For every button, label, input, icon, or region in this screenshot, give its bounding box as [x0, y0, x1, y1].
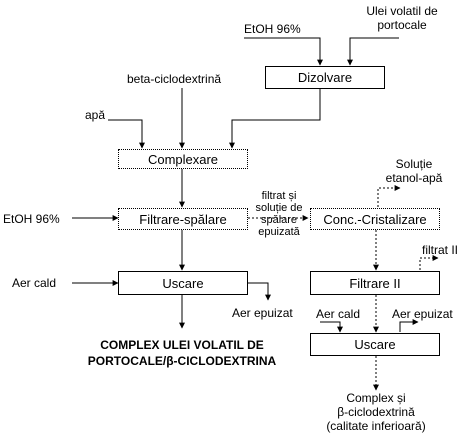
- apa-label: apă: [85, 108, 106, 122]
- aer-epuizat-left-label: Aer epuizat: [232, 306, 293, 320]
- complex-line-3: (calitate inferioară): [326, 419, 426, 433]
- arrow-conc-to-solutie: [377, 185, 401, 207]
- aer-cald-right-label: Aer cald: [316, 307, 361, 321]
- conc-cristalizare-box: Conc.-Cristalizare: [310, 208, 440, 230]
- ulei-line-1: Ulei volatil de: [366, 4, 438, 18]
- filtrare-ii-label: Filtrare II: [349, 275, 401, 291]
- conc-cristalizare-label: Conc.-Cristalizare: [323, 211, 427, 227]
- filtrat-line-1: filtrat și: [261, 190, 297, 202]
- dizolvare-box: Dizolvare: [265, 66, 385, 89]
- arrow-dizolvare-to-complexare: [229, 89, 321, 149]
- complex-line-1: Complex și: [346, 391, 406, 405]
- final-line-2: PORTOCALE/β-CICLODEXTRINA: [87, 354, 277, 368]
- etoh-top-label: EtOH 96%: [244, 22, 301, 36]
- uscare-right-box: Uscare: [310, 333, 440, 356]
- complex-line-2: β-ciclodextrină: [337, 405, 415, 419]
- final-line-1: COMPLEX ULEI VOLATIL DE: [100, 338, 264, 352]
- complex-inferior-label: Complex și β-ciclodextrină (calitate inf…: [316, 391, 436, 433]
- arrow-uscare-right-to-aer-epuizat: [399, 319, 419, 332]
- uscare-right-label: Uscare: [354, 337, 396, 352]
- filtrat-ii-label: filtrat II: [422, 243, 459, 257]
- ulei-volatil-label: Ulei volatil de portocale: [350, 4, 454, 32]
- dizolvare-label: Dizolvare: [297, 70, 353, 85]
- uscare-left-label: Uscare: [162, 275, 204, 291]
- beta-ciclodextrina-label: beta-ciclodextrină: [127, 72, 222, 86]
- complexare-box: Complexare: [118, 149, 248, 169]
- final-product-label: COMPLEX ULEI VOLATIL DE PORTOCALE/β-CICL…: [72, 337, 292, 369]
- uscare-left-box: Uscare: [118, 271, 248, 295]
- ulei-line-2: portocale: [377, 18, 427, 32]
- solutie-etanol-apa-label: Soluție etanol-apă: [374, 157, 454, 185]
- aer-epuizat-right-label: Aer epuizat: [392, 307, 453, 321]
- filtrat-line-3: spălare: [260, 214, 298, 226]
- arrow-ulei-to-dizolvare: [347, 37, 399, 66]
- arrow-filtrare-ii-to-filtrat: [419, 255, 439, 270]
- solutie-line-1: Soluție: [395, 157, 433, 171]
- filtrare-spalare-label: Filtrare-spălare: [139, 211, 227, 227]
- filtrat-line-2: soluție de: [255, 202, 303, 214]
- arrow-apa-to-complexare: [108, 119, 145, 149]
- aer-cald-left-label: Aer cald: [12, 276, 57, 290]
- filtrare-spalare-box: Filtrare-spălare: [118, 208, 248, 230]
- solutie-line-2: etanol-apă: [385, 171, 443, 185]
- etoh-left-label: EtOH 96%: [3, 212, 60, 226]
- filtrare-ii-box: Filtrare II: [310, 271, 440, 295]
- arrow-aer-cald-to-uscare-right: [320, 321, 343, 333]
- complexare-label: Complexare: [147, 151, 219, 167]
- arrow-etoh-to-dizolvare: [244, 37, 323, 66]
- filtrat-solutie-label: filtrat și soluție de spălare epuizată: [247, 190, 311, 238]
- arrow-uscare-to-aer-epuizat: [248, 282, 271, 301]
- filtrat-line-4: epuizată: [258, 226, 300, 238]
